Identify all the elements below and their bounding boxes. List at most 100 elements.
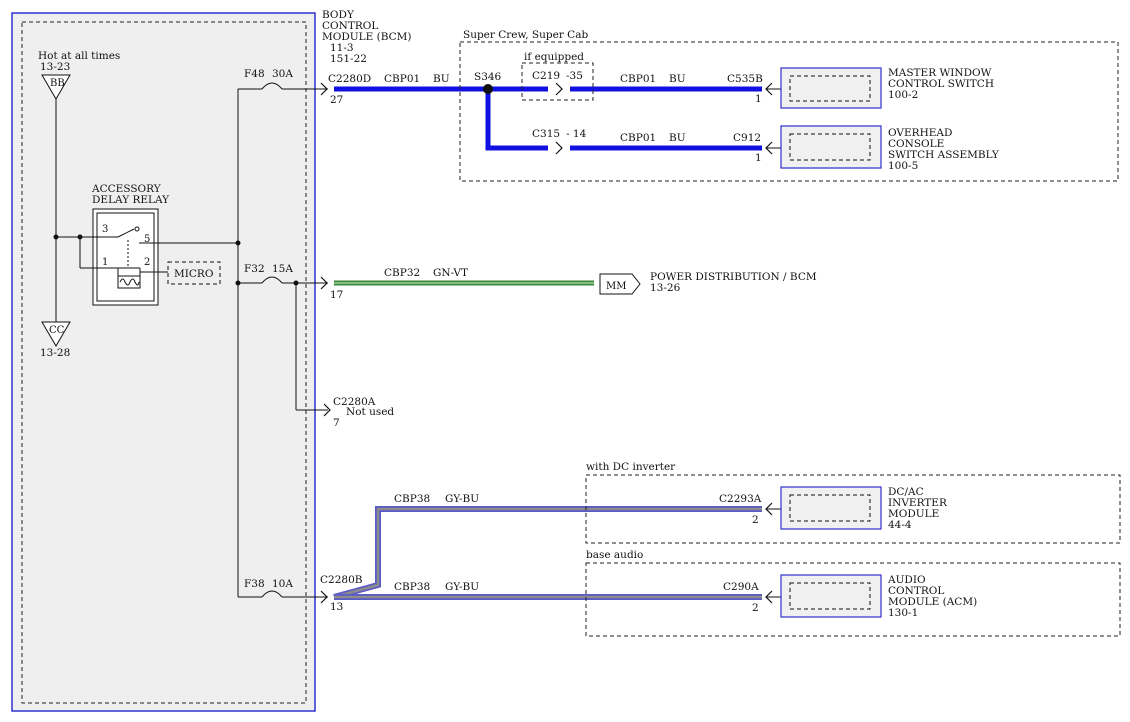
overhead-line-4: 100-5 (888, 160, 918, 172)
master-window-module-box (780, 67, 882, 109)
overhead-line-1: OVERHEAD (888, 127, 952, 139)
c2280a-pin-7: 7 (333, 417, 340, 429)
c2280d-name: C2280D (328, 73, 371, 85)
audio-line-1: AUDIO (887, 574, 926, 586)
relay-outer-box (92, 208, 159, 306)
master-window-line-3: 100-2 (888, 89, 918, 101)
cbp38-lower-color: GY-BU (445, 581, 479, 593)
master-window-module-inner (789, 75, 871, 102)
c315-label: C315 (532, 128, 560, 140)
relay-pin5-label: 5 (144, 234, 150, 245)
dc-inverter-region (585, 474, 1121, 544)
bcm-title-line-5: 151-22 (330, 53, 367, 65)
f38-id: F38 (244, 578, 265, 590)
dc-inverter-line-4: 44-4 (888, 519, 912, 531)
f48-rating: 30A (272, 68, 293, 80)
c535b-name: C535B (727, 73, 763, 85)
base-audio-region (585, 562, 1121, 637)
relay-pin3-label: 3 (102, 224, 108, 235)
dc-inverter-line-3: MODULE (888, 508, 939, 520)
dc-inverter-line-1: DC/AC (888, 486, 924, 498)
audio-line-4: 130-1 (888, 607, 918, 619)
c2293a-pin: 2 (752, 514, 759, 526)
super-crew-label: Super Crew, Super Cab (463, 29, 588, 41)
power-dist-ref: 13-26 (650, 282, 681, 294)
cbp01-upper-circuit: CBP01 (620, 73, 656, 85)
c535b-pin: 1 (755, 93, 762, 105)
c219-arrow-icon (555, 82, 563, 96)
mm-tag: MM (606, 281, 626, 292)
c2280b-pin: 13 (330, 601, 343, 613)
power-dist-label: POWER DISTRIBUTION / BCM (650, 271, 817, 283)
c315-arrow-icon (555, 141, 563, 155)
c2293a-name: C2293A (719, 493, 762, 505)
cc-connector-icon (41, 321, 71, 347)
hot-at-all-times-label: Hot at all times (38, 50, 120, 62)
cbp38-upper-color: GY-BU (445, 493, 479, 505)
audio-control-module-box (780, 574, 882, 618)
base-audio-label: base audio (586, 549, 643, 561)
if-equipped-label: if equipped (524, 51, 584, 63)
c2280a-name: C2280A (333, 396, 376, 408)
c912-name: C912 (733, 132, 761, 144)
c912-pin: 1 (755, 152, 762, 164)
bb-ref: 13-23 (40, 61, 70, 73)
cbp01-lower-circuit: CBP01 (620, 132, 656, 144)
overhead-line-3: SWITCH ASSEMBLY (888, 149, 1000, 161)
f32-id: F32 (244, 263, 265, 275)
relay-coil-winding (119, 278, 140, 286)
c290a-pin: 2 (752, 602, 759, 614)
c2280a-not-used: Not used (346, 406, 394, 418)
cbp01-to-c315-wire (485, 89, 548, 151)
bcm-title-line-1: BODY (322, 9, 355, 21)
c2280d-arrow-icon (320, 82, 328, 96)
audio-line-2: CONTROL (888, 585, 944, 597)
overhead-line-2: CONSOLE (888, 138, 944, 150)
relay-switch-blade (117, 228, 135, 238)
cbp38-upper-wire-core (333, 507, 762, 599)
c2280b-arrow-icon (320, 590, 328, 604)
cbp38-lower-circuit: CBP38 (394, 581, 430, 593)
master-window-line-1: MASTER WINDOW (888, 67, 992, 79)
cc-ref: 13-28 (40, 347, 70, 359)
c219-label: C219 (532, 70, 560, 82)
c2280a-17-arrow-icon (320, 276, 328, 290)
relay-title-line-1: ACCESSORY (91, 183, 162, 195)
if-equipped-region (521, 62, 594, 101)
c2280b-name: C2280B (320, 574, 363, 586)
bb-connector-icon (41, 74, 71, 100)
relay-pin1-label: 1 (102, 257, 108, 268)
super-crew-region (459, 41, 1119, 182)
c219-pin: -35 (566, 70, 583, 82)
f38-rating: 10A (272, 578, 293, 590)
cbp32-color: GN-VT (433, 267, 468, 279)
cbp01-upper-color: BU (669, 73, 686, 85)
mm-connector-icon (599, 273, 641, 295)
dc-ac-inverter-module-inner (789, 494, 871, 522)
dc-inverter-line-2: INVERTER (888, 497, 948, 509)
s346-splice-icon (483, 84, 493, 94)
cbp32-circuit: CBP32 (384, 267, 420, 279)
cbp38-upper-circuit: CBP38 (394, 493, 430, 505)
bcm-outline (11, 12, 316, 712)
cc-label: CC (49, 325, 65, 336)
master-window-line-2: CONTROL SWITCH (888, 78, 994, 90)
bb-label: BB (50, 78, 65, 89)
f48-id: F48 (244, 68, 265, 80)
f32-rating: 15A (272, 263, 293, 275)
cbp01-main-color: BU (433, 73, 450, 85)
c315-pin: - 14 (566, 128, 587, 140)
overhead-console-module-inner (789, 133, 871, 161)
s346-label: S346 (474, 71, 502, 83)
relay-pin2-label: 2 (144, 257, 150, 268)
f32-fuse-icon (261, 276, 283, 284)
bcm-title-line-4: 11-3 (330, 42, 354, 54)
c2280a-pin-17: 17 (330, 289, 343, 301)
bcm-title-line-2: CONTROL (322, 20, 378, 32)
relay-switch-contact (134, 226, 140, 232)
dc-inverter-label: with DC inverter (586, 461, 676, 473)
cbp01-main-circuit: CBP01 (384, 73, 420, 85)
c290a-name: C290A (723, 581, 759, 593)
overhead-console-module-box (780, 125, 882, 169)
